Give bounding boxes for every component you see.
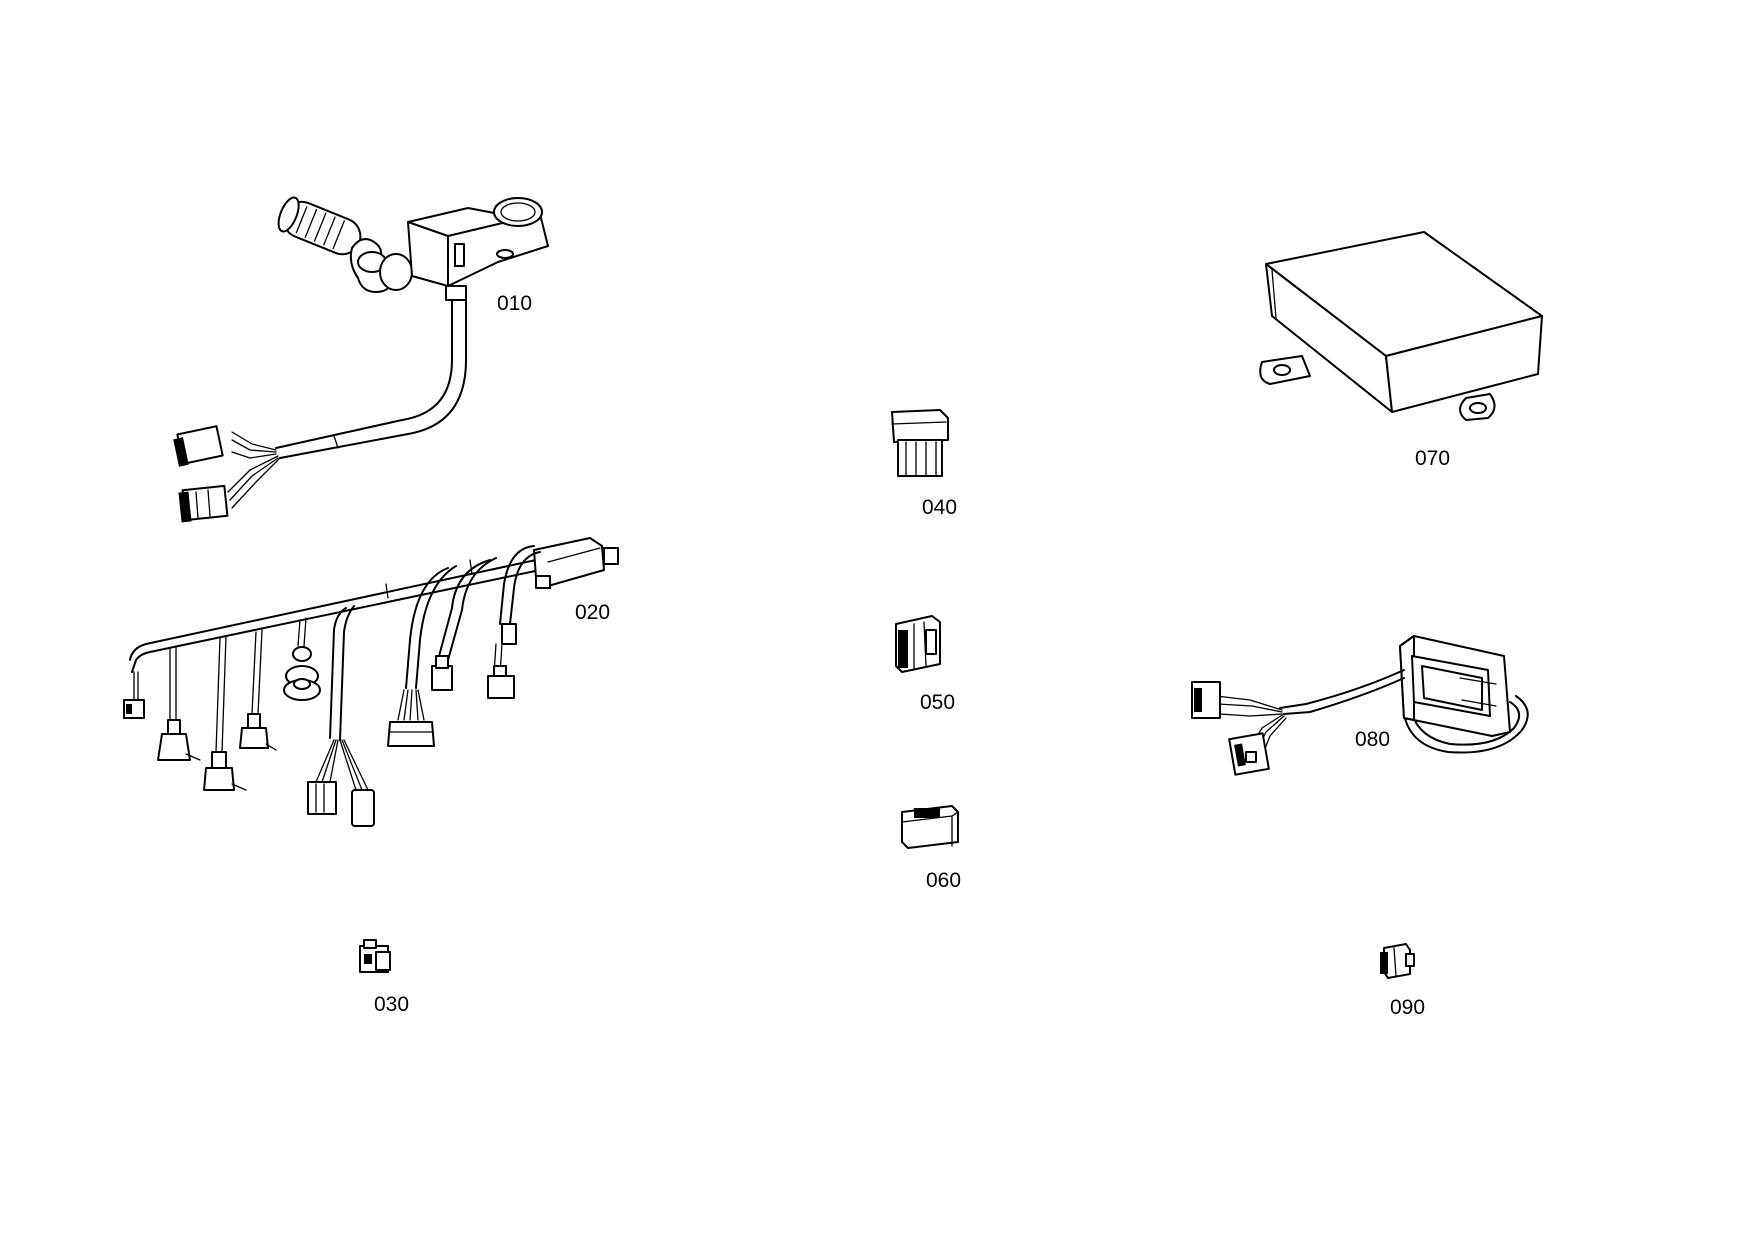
part-080-display-unit[interactable]: [1191, 635, 1529, 776]
part-070-control-box[interactable]: [1259, 231, 1543, 421]
part-label-030: 030: [374, 993, 409, 1016]
part-label-040: 040: [922, 496, 957, 519]
part-010-joystick-harness[interactable]: [173, 195, 549, 523]
part-020-wiring-harness[interactable]: [123, 537, 619, 827]
part-label-090: 090: [1390, 996, 1425, 1019]
part-label-010: 010: [497, 292, 532, 315]
part-060-block-connector[interactable]: [901, 805, 959, 849]
part-label-080: 080: [1355, 728, 1390, 751]
part-label-050: 050: [920, 691, 955, 714]
part-030-connector[interactable]: [359, 939, 391, 973]
part-label-070: 070: [1415, 447, 1450, 470]
part-050-connector[interactable]: [895, 615, 941, 673]
part-040-plug-connector[interactable]: [891, 409, 949, 477]
part-label-060: 060: [926, 869, 961, 892]
part-label-020: 020: [575, 601, 610, 624]
part-090-connector[interactable]: [1380, 943, 1415, 979]
